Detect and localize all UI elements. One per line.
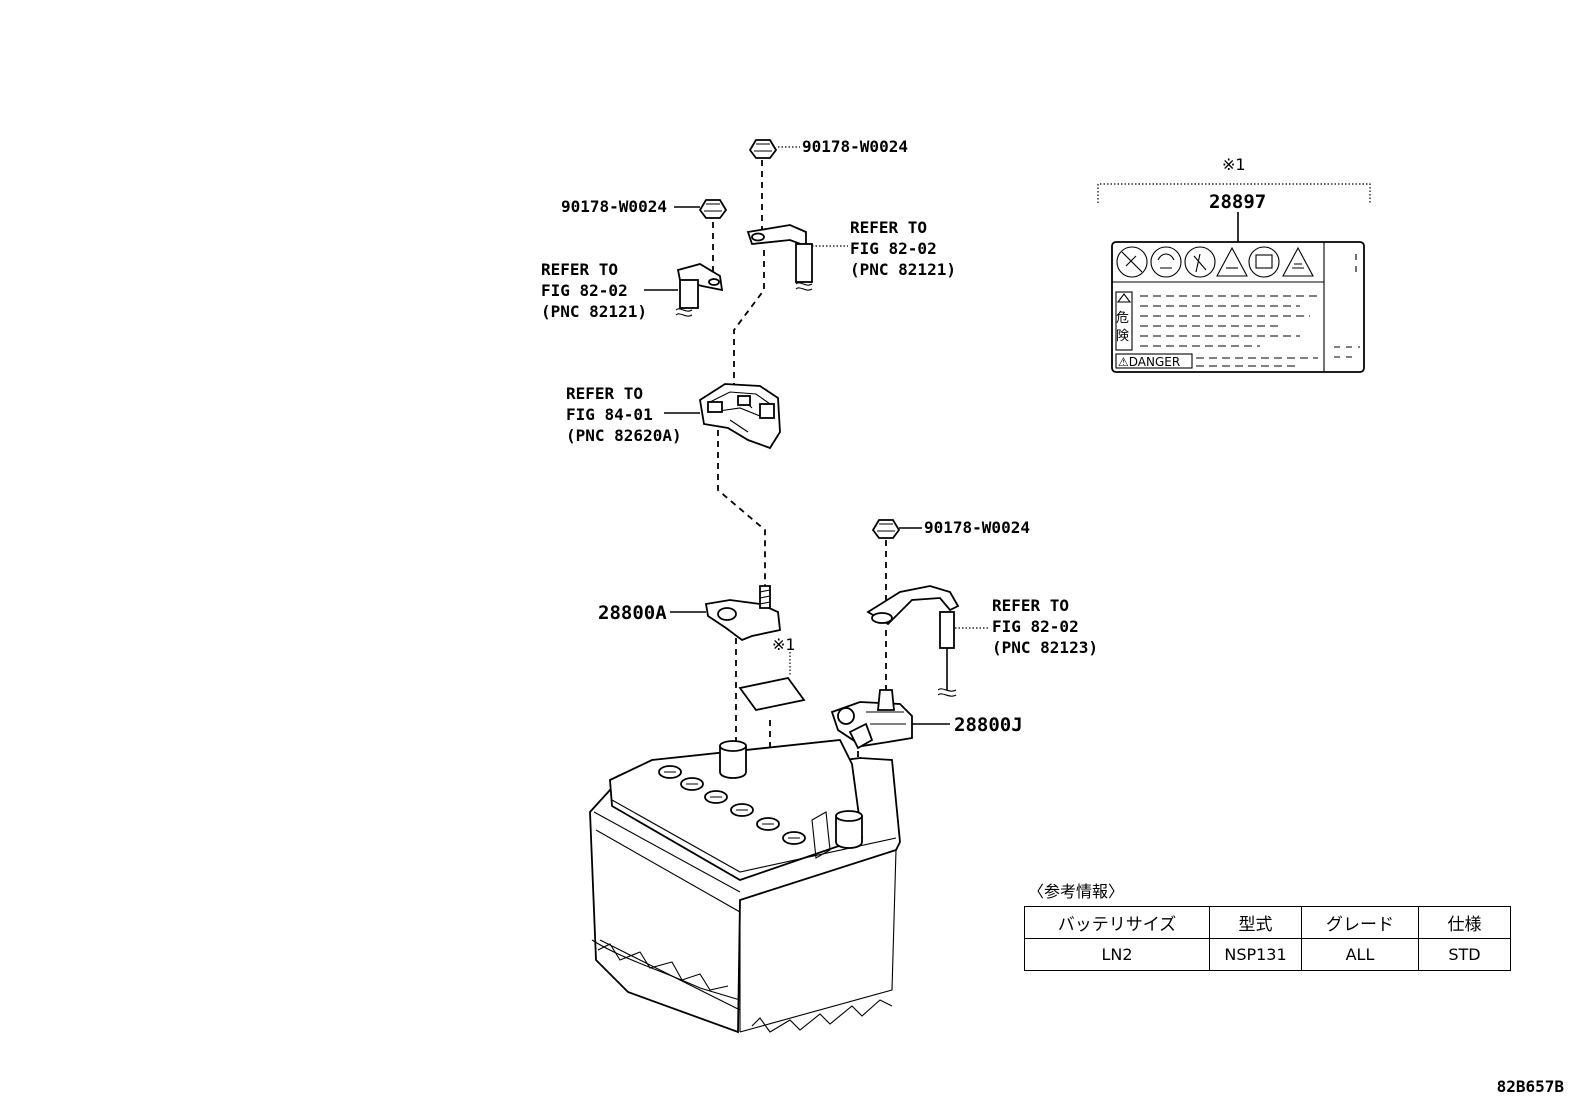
cell-model: NSP131: [1209, 938, 1302, 971]
caution-label-sheet-icon: [738, 677, 806, 711]
refer-negative-line3: (PNC 82123): [992, 638, 1098, 657]
danger-text: ⚠DANGER: [1118, 355, 1180, 369]
cell-battery-size: LN2: [1024, 938, 1210, 971]
fusible-link-block-icon: [699, 383, 781, 450]
table-row: LN2 NSP131 ALL STD: [1024, 938, 1511, 971]
label-bracket: [1097, 183, 1371, 203]
refer-upper-left-line1: REFER TO: [541, 260, 618, 279]
diagram-code: 82B657B: [1496, 1077, 1564, 1096]
cell-grade: ALL: [1301, 938, 1419, 971]
refer-fusible-line1: REFER TO: [566, 384, 643, 403]
negative-cable-icon: [866, 585, 960, 697]
callout-nut-left: 90178-W0024: [561, 197, 667, 216]
refer-upper-right-line3: (PNC 82121): [850, 260, 956, 279]
callout-terminal-28800j: 28800J: [954, 714, 1023, 736]
callout-label-note: ※1: [772, 635, 796, 654]
header-battery-size: バッテリサイズ: [1024, 906, 1210, 939]
callout-nut-top: 90178-W0024: [802, 137, 908, 156]
refer-negative-line1: REFER TO: [992, 596, 1069, 615]
cell-spec: STD: [1418, 938, 1511, 971]
nut-top-icon: [748, 139, 778, 159]
refer-fusible-line3: (PNC 82620A): [566, 426, 682, 445]
header-spec: 仕様: [1418, 906, 1511, 939]
nut-right-icon: [871, 519, 901, 539]
refer-upper-right-line1: REFER TO: [850, 218, 927, 237]
table-header-row: バッテリサイズ 型式 グレード 仕様: [1024, 906, 1511, 939]
battery-icon: [589, 739, 901, 1034]
terminal-28800a-icon: [704, 585, 781, 642]
reference-info-title: 〈参考情報〉: [1028, 882, 1125, 901]
danger-kanji-1: 危: [1116, 311, 1129, 326]
refer-upper-right-line2: FIG 82-02: [850, 239, 937, 258]
callout-nut-right: 90178-W0024: [924, 518, 1030, 537]
callout-terminal-28800a: 28800A: [598, 602, 667, 624]
label-note-top: ※1: [1222, 155, 1246, 174]
terminal-28800j-icon: [830, 689, 913, 750]
reference-info: 〈参考情報〉 バッテリサイズ 型式 グレード 仕様 LN2 NSP131 ALL…: [1024, 878, 1511, 971]
assembly-line-positive: [717, 160, 766, 590]
refer-fusible-line2: FIG 84-01: [566, 405, 653, 424]
header-grade: グレード: [1301, 906, 1419, 939]
refer-upper-left-line3: (PNC 82121): [541, 302, 647, 321]
cable-terminal-upper-left-icon: [675, 263, 724, 317]
refer-negative-line2: FIG 82-02: [992, 617, 1079, 636]
reference-info-table: バッテリサイズ 型式 グレード 仕様 LN2 NSP131 ALL STD: [1024, 906, 1511, 971]
refer-upper-left-line2: FIG 82-02: [541, 281, 628, 300]
cable-terminal-upper-right-icon: [746, 224, 813, 291]
danger-kanji-2: 険: [1116, 329, 1129, 344]
header-model: 型式: [1209, 906, 1302, 939]
callout-label-28897: 28897: [1209, 191, 1266, 213]
danger-label-icon: 危 険 ⚠DANGER: [1111, 241, 1365, 373]
nut-left-icon: [698, 199, 728, 219]
